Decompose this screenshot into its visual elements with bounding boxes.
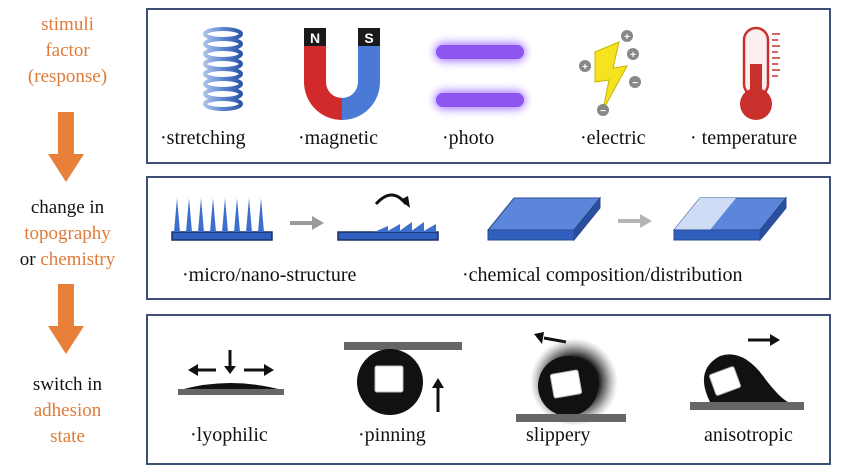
down-arrow-2	[48, 284, 84, 354]
left-stimuli: stimuli factor (response)	[0, 12, 135, 90]
svg-text:+: +	[630, 50, 636, 61]
stimuli-panel: N S + + + − − ·stretching	[146, 8, 831, 164]
label-pinning: ·pinning	[358, 424, 426, 446]
flattened-pillars-icon	[337, 193, 439, 241]
or-chemistry-line: or chemistry	[0, 247, 135, 273]
stimuli-text: stimuli	[41, 14, 94, 35]
switch-in-text: switch in	[32, 374, 103, 395]
pinning-drop-icon	[344, 342, 462, 415]
left-change: change in topography or chemistry	[0, 195, 135, 273]
label-chemical: ·chemical composition/distribution	[462, 264, 743, 286]
factor-text: factor	[45, 40, 90, 61]
gray-arrow-icon	[290, 216, 324, 230]
thermometer-icon	[740, 26, 780, 120]
label-anisotropic: anisotropic	[704, 424, 793, 446]
magnet-n-label: N	[310, 30, 320, 46]
magnet-icon: N S	[304, 28, 380, 120]
label-micro-nano: ·micro/nano-structure	[182, 264, 357, 286]
gray-arrow-icon-2	[618, 214, 652, 228]
lyophilic-drop-icon	[178, 350, 284, 395]
svg-text:+: +	[624, 32, 630, 43]
chemistry-text: chemistry	[40, 249, 116, 270]
micro-pillars-icon	[171, 198, 273, 241]
label-lyophilic: ·lyophilic	[190, 424, 268, 446]
label-temperature: · temperature	[690, 127, 798, 149]
structure-panel: ·micro/nano-structure ·chemical composit…	[146, 176, 831, 300]
slab-patterned-icon	[672, 196, 788, 242]
lightning-icon: + + + − −	[579, 30, 641, 117]
or-text: or	[19, 249, 36, 270]
adhesion-panel: ·lyophilic ·pinning slippery anisotropic	[146, 314, 831, 465]
svg-text:−: −	[632, 78, 638, 89]
label-magnetic: ·magnetic	[298, 127, 378, 149]
label-slippery: slippery	[526, 424, 591, 446]
topography-text: topography	[24, 223, 111, 244]
change-in-text: change in	[30, 197, 105, 218]
response-text: (response)	[27, 66, 108, 87]
state-text: state	[50, 426, 85, 447]
label-photo: ·photo	[442, 127, 495, 149]
magnet-s-label: S	[364, 30, 373, 46]
down-arrow-1	[48, 112, 84, 182]
anisotropic-drop-icon	[690, 334, 804, 410]
slippery-drop-icon	[516, 332, 626, 426]
slab-uniform-icon	[486, 196, 602, 242]
label-electric: ·electric	[580, 127, 646, 149]
label-stretching: ·stretching	[160, 127, 246, 149]
left-switch: switch in adhesion state	[0, 372, 135, 450]
svg-text:−: −	[600, 106, 606, 117]
spring-icon	[203, 27, 243, 111]
svg-text:+: +	[582, 62, 588, 73]
light-bars-icon	[434, 42, 526, 110]
adhesion-text: adhesion	[33, 400, 102, 421]
